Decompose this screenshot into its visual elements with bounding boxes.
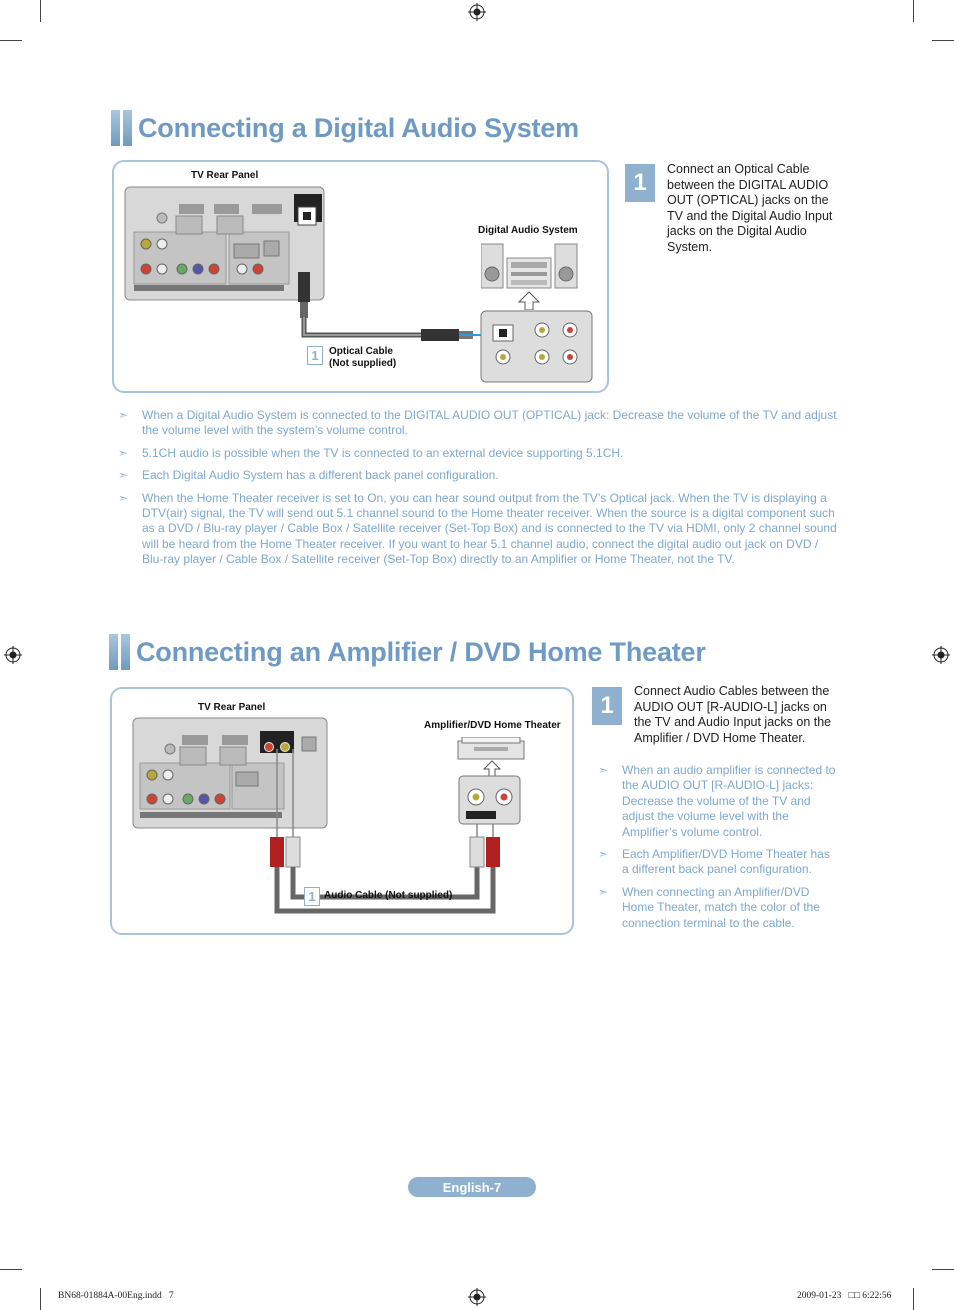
note-text: Each Amplifier/DVD Home Theater has a di… bbox=[622, 847, 830, 877]
note-item: ➣ When connecting an Amplifier/DVD Home T… bbox=[598, 885, 838, 931]
note-text: When a Digital Audio System is connected… bbox=[142, 408, 837, 438]
device-label: Amplifier/DVD Home Theater bbox=[424, 720, 561, 731]
registration-mark-icon bbox=[468, 1288, 486, 1306]
audio-cable-illustration bbox=[270, 749, 500, 914]
registration-mark-icon bbox=[4, 646, 22, 664]
tv-rear-panel-illustration bbox=[132, 717, 328, 829]
note-arrow-icon: ➣ bbox=[118, 408, 129, 422]
crop-mark bbox=[932, 1269, 954, 1270]
crop-mark bbox=[932, 40, 954, 41]
notes-list-digital-audio: ➣ When a Digital Audio System is connecte… bbox=[118, 408, 840, 575]
cable-label-line1: Optical Cable bbox=[329, 346, 393, 357]
note-item: ➣ When the Home Theater receiver is set t… bbox=[118, 491, 840, 568]
note-text: When connecting an Amplifier/DVD Home Th… bbox=[622, 884, 820, 930]
crop-mark bbox=[40, 1288, 41, 1310]
note-text: 5.1CH audio is possible when the TV is c… bbox=[142, 445, 624, 460]
crop-mark bbox=[913, 0, 914, 22]
crop-mark bbox=[40, 0, 41, 22]
title-decoration-icon bbox=[111, 110, 132, 146]
registration-mark-icon bbox=[932, 646, 950, 664]
note-text: When the Home Theater receiver is set to… bbox=[142, 490, 837, 567]
tv-rear-panel-label: TV Rear Panel bbox=[191, 170, 259, 181]
digital-audio-system-illustration bbox=[481, 243, 578, 310]
note-item: ➣ When an audio amplifier is connected to… bbox=[598, 763, 838, 840]
step-instruction: Connect Audio Cables between the AUDIO O… bbox=[634, 684, 832, 745]
tv-rear-panel-illustration bbox=[124, 186, 325, 301]
cable-label: Audio Cable (Not supplied) bbox=[324, 890, 453, 901]
diagram-amplifier: TV Rear Panel Amplifier/DVD Home Theater bbox=[110, 687, 574, 935]
registration-mark-icon bbox=[468, 3, 486, 21]
optical-cable-illustration bbox=[298, 272, 489, 341]
note-text: Each Digital Audio System has a differen… bbox=[142, 468, 499, 483]
digital-audio-input-panel-illustration bbox=[480, 310, 593, 383]
amplifier-illustration bbox=[457, 737, 525, 777]
timestamp-slug: 2009-01-23 □□ 6:22:56 bbox=[797, 1291, 892, 1301]
crop-mark bbox=[913, 1288, 914, 1310]
note-arrow-icon: ➣ bbox=[118, 445, 129, 460]
section-title-digital-audio: Connecting a Digital Audio System bbox=[111, 110, 579, 146]
note-item: ➣ Each Amplifier/DVD Home Theater has a d… bbox=[598, 847, 838, 878]
note-arrow-icon: ➣ bbox=[118, 468, 129, 483]
cable-number-badge: 1 bbox=[307, 346, 323, 365]
note-item: ➣ 5.1CH audio is possible when the TV is … bbox=[118, 446, 840, 461]
note-item: ➣ When a Digital Audio System is connecte… bbox=[118, 408, 840, 439]
tv-rear-panel-label: TV Rear Panel bbox=[198, 702, 266, 713]
device-label: Digital Audio System bbox=[478, 225, 578, 236]
note-text: When an audio amplifier is connected to … bbox=[622, 763, 836, 839]
cable-number-badge: 1 bbox=[304, 887, 320, 906]
note-item: ➣ Each Digital Audio System has a differe… bbox=[118, 468, 840, 483]
notes-list-amplifier: ➣ When an audio amplifier is connected to… bbox=[598, 763, 838, 938]
crop-mark bbox=[0, 1269, 22, 1270]
crop-mark bbox=[0, 40, 22, 41]
note-arrow-icon: ➣ bbox=[598, 847, 609, 862]
section-title-amplifier: Connecting an Amplifier / DVD Home Theat… bbox=[109, 634, 706, 670]
title-decoration-icon bbox=[109, 634, 130, 670]
note-arrow-icon: ➣ bbox=[598, 763, 609, 777]
amplifier-audio-in-panel-illustration bbox=[458, 775, 521, 825]
section-title-text: Connecting an Amplifier / DVD Home Theat… bbox=[136, 636, 706, 667]
cable-label-line2: (Not supplied) bbox=[329, 358, 397, 369]
section-title-text: Connecting a Digital Audio System bbox=[138, 112, 579, 143]
step-number-badge: 1 bbox=[625, 164, 655, 202]
note-arrow-icon: ➣ bbox=[118, 490, 129, 505]
step-instruction: Connect an Optical Cable between the DIG… bbox=[667, 162, 833, 254]
file-name-slug: BN68-01884A-00Eng.indd 7 bbox=[58, 1291, 174, 1301]
page-number-badge: English-7 bbox=[408, 1177, 536, 1197]
step-number-badge: 1 bbox=[592, 687, 622, 725]
note-arrow-icon: ➣ bbox=[598, 884, 609, 899]
diagram-digital-audio: TV Rear Panel Digital Audio System bbox=[112, 160, 609, 393]
